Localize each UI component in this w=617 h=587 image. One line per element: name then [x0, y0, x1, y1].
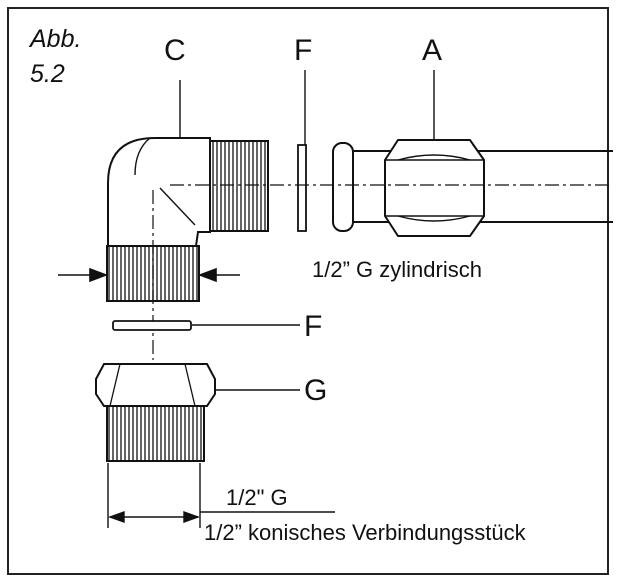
- dimension: [107, 463, 335, 528]
- nut-a: [384, 70, 485, 237]
- seal-f-mid: [112, 320, 192, 331]
- connector-note: 1/2” konisches Verbindungsstück: [204, 520, 526, 545]
- label-g: G: [304, 374, 328, 407]
- seal-f-top: [297, 144, 307, 232]
- elbow-c: [106, 80, 269, 302]
- caption-line1: Abb.: [30, 25, 82, 53]
- figure-border: [7, 7, 609, 575]
- adapter-g: [95, 363, 300, 462]
- center-lines: [152, 184, 613, 360]
- label-c: C: [164, 34, 186, 67]
- label-a: A: [422, 34, 443, 67]
- thread-arrows: [58, 267, 240, 283]
- thread-label-bottom: 1/2" G: [226, 485, 288, 510]
- caption-line2: 5.2: [30, 60, 65, 88]
- press-ring: [332, 142, 354, 232]
- label-f-mid: F: [304, 310, 323, 343]
- label-f-top: F: [294, 34, 313, 67]
- thread-label-top: 1/2” G zylindrisch: [312, 257, 482, 282]
